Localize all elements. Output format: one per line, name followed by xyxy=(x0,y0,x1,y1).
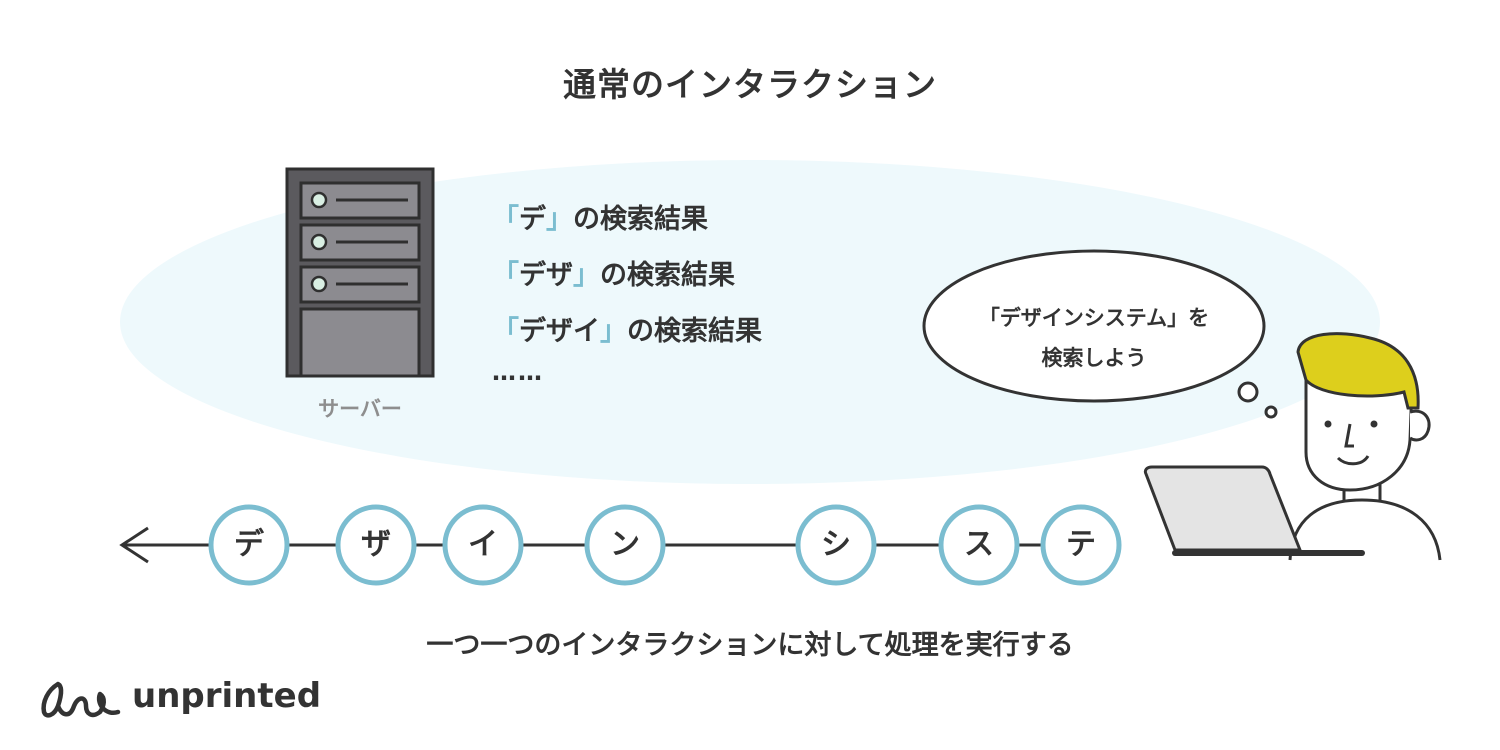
char-circle xyxy=(584,504,666,586)
unprinted-logo-icon xyxy=(41,681,121,718)
char-circle xyxy=(1040,504,1122,586)
query-text: デザイ xyxy=(519,316,600,347)
open-bracket: 「 xyxy=(492,204,519,235)
char-circle xyxy=(335,504,417,586)
more-results-ellipsis: …… xyxy=(492,358,544,386)
query-text: デ xyxy=(519,204,546,235)
char-circle xyxy=(795,504,877,586)
user-illustration xyxy=(1143,332,1442,561)
input-char: テ xyxy=(1066,527,1096,562)
input-char: デ xyxy=(234,527,264,562)
input-char-circles xyxy=(208,504,1122,586)
char-circle xyxy=(442,504,524,586)
search-result-line: 「デザ」の検索結果 xyxy=(492,256,762,312)
search-result-line: 「デザイ」の検索結果 xyxy=(492,312,762,368)
diagram-title: 通常のインタラクション xyxy=(563,65,937,104)
thought-bubble xyxy=(922,249,1278,419)
laptop-icon xyxy=(1143,465,1303,552)
close-bracket: 」 xyxy=(600,316,627,347)
hair xyxy=(1296,332,1420,410)
input-char: ン xyxy=(610,527,640,562)
input-char: イ xyxy=(468,527,498,562)
char-circle xyxy=(938,504,1020,586)
search-results-list: 「デ」の検索結果 「デザ」の検索結果 「デザイ」の検索結果 …… xyxy=(492,200,762,386)
result-suffix: の検索結果 xyxy=(573,204,708,235)
server-area-cloud xyxy=(120,160,1380,484)
thought-bubble-text: 「デザインシステム」を 検索しよう xyxy=(922,298,1266,378)
open-bracket: 「 xyxy=(492,260,519,291)
server-icon xyxy=(285,167,435,378)
close-bracket: 」 xyxy=(573,260,600,291)
diagram-caption: 一つ一つのインタラクションに対して処理を実行する xyxy=(426,630,1074,661)
thought-line-2: 検索しよう xyxy=(1041,346,1147,370)
search-result-line: 「デ」の検索結果 xyxy=(492,200,762,256)
input-char: ザ xyxy=(361,527,391,562)
result-suffix: の検索結果 xyxy=(627,316,762,347)
open-bracket: 「 xyxy=(492,316,519,347)
logo-wordmark: unprinted xyxy=(132,676,322,716)
server-label: サーバー xyxy=(318,397,402,421)
result-suffix: の検索結果 xyxy=(600,260,735,291)
input-char: シ xyxy=(821,527,851,562)
close-bracket: 」 xyxy=(546,204,573,235)
char-circle xyxy=(208,504,290,586)
thought-line-1: 「デザインシステム」を xyxy=(978,306,1210,330)
query-text: デザ xyxy=(519,260,573,291)
input-char: ス xyxy=(964,527,994,562)
